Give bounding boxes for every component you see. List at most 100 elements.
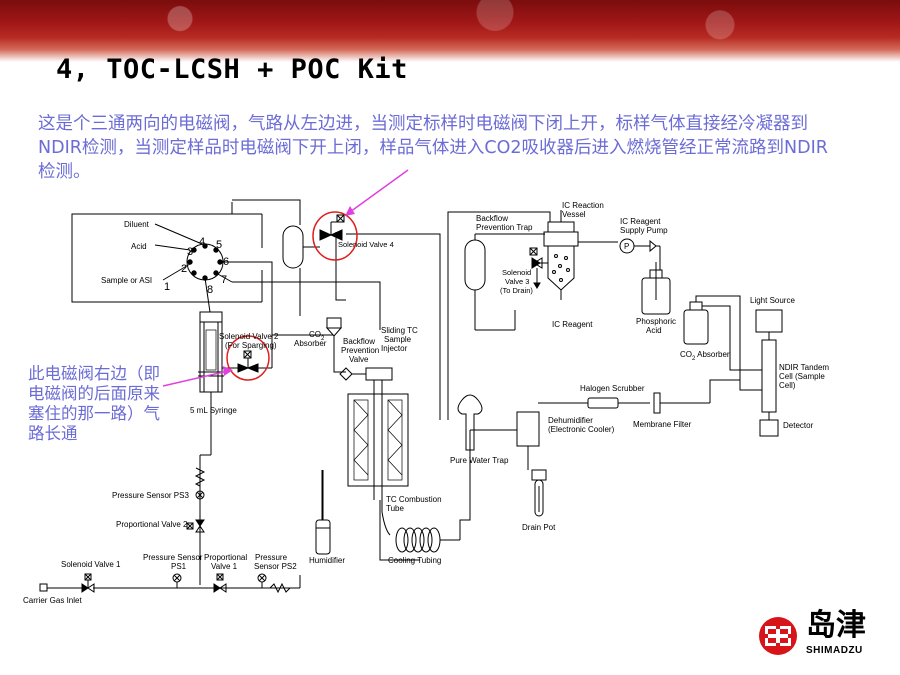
label-backflow-valve-3: Valve: [349, 355, 369, 364]
page-title: 4, TOC-LCSH + POC Kit: [56, 54, 408, 85]
label-ps2-1: Pressure: [255, 553, 288, 562]
label-backflow-valve-2: Prevention: [341, 346, 379, 355]
label-sliding-tc-1: Sliding TC: [381, 326, 418, 335]
label-prop-valve-1-2: Valve 1: [211, 562, 238, 571]
label-drain-pot: Drain Pot: [522, 523, 556, 532]
ndir-cell: [729, 309, 783, 437]
label-membrane: Membrane Filter: [633, 420, 692, 429]
phosphoric-acid-bottle: [641, 262, 671, 315]
label-solenoid-valve-4: Solenoid Valve 4: [338, 240, 394, 249]
co2-absorber-left: [325, 317, 346, 373]
logo-text-en: SHIMADZU: [806, 645, 863, 656]
humidifier: [315, 470, 331, 555]
label-ndir-2: Cell (Sample: [779, 372, 825, 381]
label-acid: Acid: [131, 242, 147, 251]
label-absorber-left: Absorber: [294, 339, 327, 348]
label-dehumidifier-2: (Electronic Cooler): [548, 425, 615, 434]
port-valve-box: [71, 213, 263, 313]
pure-water-trap: [457, 394, 483, 451]
pressure-sensor-ps3: [195, 490, 205, 500]
port-6: 6: [223, 256, 229, 268]
port-3: 3: [187, 246, 193, 258]
label-ic-pump-1: IC Reagent: [620, 217, 661, 226]
label-halogen: Halogen Scrubber: [580, 384, 645, 393]
label-ndir-1: NDIR Tandem: [779, 363, 829, 372]
port-7: 7: [221, 274, 227, 286]
label-light-source: Light Source: [750, 296, 795, 305]
annotation-top: 这是个三通两向的电磁阀，气路从左边进，当测定标样时电磁阀下闭上开，标样气体直接经…: [38, 114, 828, 182]
main-tubing: [93, 199, 441, 589]
syringe: [198, 311, 224, 402]
label-humidifier: Humidifier: [309, 556, 345, 565]
port-8: 8: [207, 284, 213, 296]
port-1: 1: [164, 281, 170, 293]
label-ic-pump-2: Supply Pump: [620, 226, 668, 235]
label-diluent: Diluent: [124, 220, 150, 229]
header-banner-texture: [0, 0, 900, 62]
label-co2-right: CO2 Absorber: [680, 350, 730, 362]
label-prop-valve-2: Proportional Valve 2: [116, 520, 188, 529]
label-dehumidifier-1: Dehumidifier: [548, 416, 593, 425]
label-syringe: 5 mL Syringe: [190, 406, 237, 415]
label-solenoid-3-2: Valve 3: [505, 277, 529, 286]
combustion-furnace: [347, 380, 409, 536]
pressure-sensor-ps2: [257, 573, 267, 588]
label-carrier-gas: Carrier Gas Inlet: [23, 596, 82, 605]
restrictor-lower: [269, 582, 291, 594]
header-banner: [0, 0, 900, 62]
label-tc-tube-2: Tube: [386, 504, 404, 513]
pump-letter: P: [624, 242, 629, 251]
label-sliding-tc-3: Injector: [381, 344, 408, 353]
shimadzu-logo: 岛津 SHIMADZU: [756, 608, 888, 668]
dehumidifier: [470, 411, 540, 470]
backflow-prevention-valve: [339, 367, 393, 381]
label-pure-water-trap: Pure Water Trap: [450, 456, 509, 465]
annotation-left: 此电磁阀右边（即电磁阀的后面原来塞住的那一路）气路长通: [28, 364, 160, 443]
label-ndir-3: Cell): [779, 381, 796, 390]
label-detector: Detector: [783, 421, 814, 430]
proportional-valve-2: [186, 519, 205, 533]
solenoid-valve-4: [319, 214, 345, 241]
ic-reaction-vessel: [543, 210, 618, 300]
highlight-circle-valve-2: [226, 335, 270, 381]
ic-reagent-pump: [619, 238, 661, 270]
halogen-scrubber: [538, 379, 740, 414]
logo-text-cn: 岛津: [806, 608, 866, 643]
arrow-top: [349, 169, 409, 213]
label-ic-vessel-1: IC Reaction: [562, 201, 604, 210]
arrow-left: [162, 370, 229, 387]
drain-pot: [531, 469, 547, 517]
label-ic-reagent: IC Reagent: [552, 320, 593, 329]
highlight-circle-valve-4: [312, 211, 358, 261]
label-solenoid-3-1: Solenoid: [502, 268, 531, 277]
port-4: 4: [199, 236, 205, 248]
label-ps3: Pressure Sensor PS3: [112, 491, 189, 500]
co2-absorber-right: [683, 295, 741, 345]
label-phosphoric-2: Acid: [646, 326, 662, 335]
label-tc-tube-1: TC Combustion: [386, 495, 442, 504]
label-cooling-tubing: Cooling Tubing: [388, 556, 441, 565]
label-backflow-trap-2: Prevention Trap: [476, 223, 533, 232]
label-solenoid-3-3: (To Drain): [500, 286, 533, 295]
solenoid-valve-1: [39, 573, 95, 593]
label-ps1-1: Pressure Sensor: [143, 553, 203, 562]
label-backflow-valve-1: Backflow: [343, 337, 375, 346]
label-solenoid-valve-2: Solenoid Valve 2: [219, 332, 279, 341]
label-phosphoric-1: Phosphoric: [636, 317, 676, 326]
label-solenoid-1: Solenoid Valve 1: [61, 560, 121, 569]
pressure-sensor-ps1: [172, 573, 182, 588]
label-ps2-2: Sensor PS2: [254, 562, 297, 571]
restrictor-upper: [194, 467, 206, 487]
label-sliding-tc-2: Sample: [384, 335, 412, 344]
solenoid-valve-3: [529, 247, 548, 289]
shimadzu-logo-mark: [759, 617, 797, 655]
label-ic-vessel-2: Vessel: [562, 210, 586, 219]
label-for-sparging: (For Sparging): [225, 341, 277, 350]
port-5: 5: [216, 239, 222, 251]
port-2: 2: [181, 263, 187, 275]
label-backflow-trap-1: Backflow: [476, 214, 508, 223]
proportional-valve-1: [213, 573, 227, 593]
label-co2-left: CO2: [309, 330, 325, 342]
label-sample: Sample or ASI: [101, 276, 152, 285]
